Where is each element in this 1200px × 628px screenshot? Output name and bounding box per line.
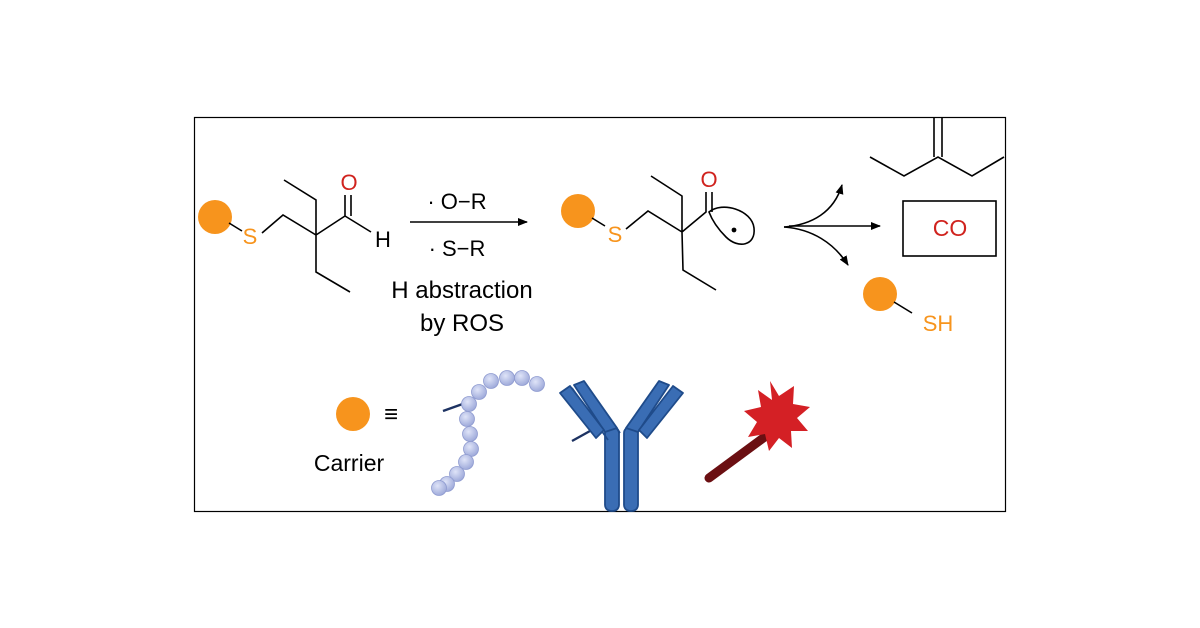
intermediate-sulfur-label: S — [608, 222, 623, 247]
radical-electron-dot — [731, 227, 737, 233]
carrier-bead — [198, 200, 232, 234]
alkene-product — [869, 117, 1005, 177]
reaction-conditions: · O−R · S−R H abstraction by ROS — [391, 189, 532, 337]
polymer-chain-icon — [431, 370, 545, 496]
carrier-bead — [561, 194, 595, 228]
conditions-caption-line-2: by ROS — [420, 310, 504, 337]
fragmentation-arrows — [783, 184, 881, 266]
thiol-product: SH — [863, 277, 953, 336]
carrier-label: Carrier — [314, 450, 385, 476]
alkene-bonds — [869, 117, 1005, 177]
reactant-bonds — [228, 179, 372, 293]
carrier-legend: ≡ Carrier — [314, 397, 398, 476]
acyl-radical-intermediate: S O — [561, 167, 755, 291]
radical-orbital-lobe — [708, 206, 755, 245]
carrier-bead — [336, 397, 370, 431]
co-label: CO — [933, 215, 968, 241]
figure-frame — [193, 116, 1007, 513]
carbon-monoxide-product: CO — [902, 200, 997, 257]
antibody-icon — [559, 380, 684, 512]
conditions-caption-line-1: H abstraction — [391, 277, 532, 304]
reagent-alkoxy-radical: · O−R — [427, 189, 486, 214]
reactant-carbonyl-oxygen: O — [340, 170, 357, 195]
equivalence-symbol: ≡ — [384, 401, 398, 428]
intermediate-acyl-oxygen: O — [700, 167, 717, 192]
fluorophore-icon — [704, 381, 810, 483]
aldehyde-hydrogen: H — [375, 227, 391, 252]
reagent-thiyl-radical: · S−R — [429, 236, 486, 261]
thiol-label: SH — [923, 311, 954, 336]
co-box — [902, 200, 997, 257]
intermediate-bonds — [591, 175, 717, 291]
carrier-bead — [863, 277, 897, 311]
reactant-molecule: S O H — [198, 170, 391, 293]
reactant-sulfur-label: S — [243, 224, 258, 249]
